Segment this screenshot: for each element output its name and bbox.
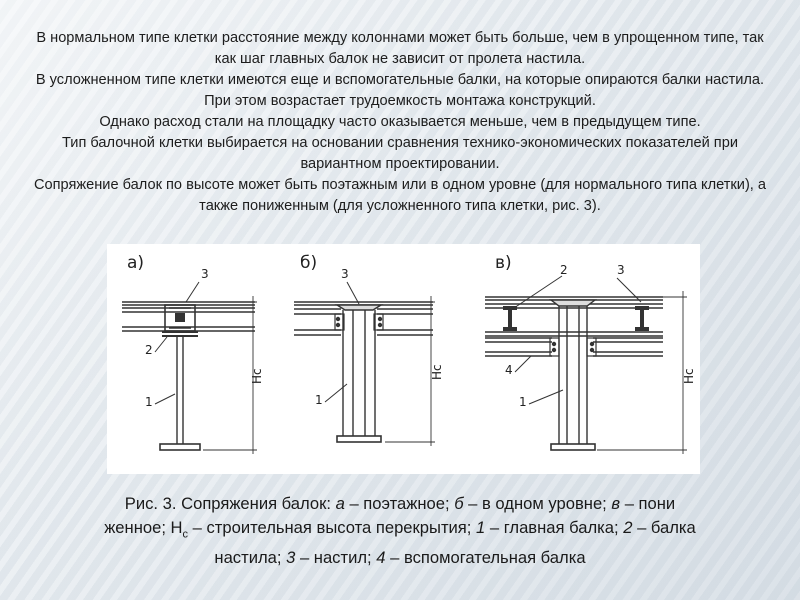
panel-c-label-main-beam: 1	[519, 395, 527, 409]
panel-b-title: б)	[300, 253, 317, 273]
panel-a-label-deck: 3	[201, 267, 209, 281]
panel-c-drawing	[485, 275, 687, 454]
caption-text: – вспомогательная балка	[385, 548, 586, 568]
caption-subscript: с	[182, 528, 189, 541]
caption-text: – пони	[620, 494, 676, 513]
paragraph-5: Сопряжение балок по высоте может быть по…	[33, 177, 767, 214]
panel-a-drawing	[122, 281, 257, 454]
figure-caption: Рис. 3. Сопряжения балок: а – поэтажное;…	[60, 492, 740, 570]
paragraph-3: Однако расход стали на площадку часто ок…	[99, 114, 701, 130]
panel-b-label-main-beam: 1	[315, 393, 323, 407]
panel-c-height-label: Нс	[682, 368, 696, 384]
paragraph-1: В нормальном типе клетки расстояние межд…	[36, 30, 764, 67]
beam-connections-figure: а) 3 2 1 Нс б) 3 1 Нс в) 2 3 4 1 Нс	[107, 244, 700, 474]
panel-c-label-deck: 3	[617, 263, 625, 277]
panel-b-drawing	[294, 281, 435, 446]
caption-text: настила;	[214, 548, 287, 568]
beam-drawing: а) 3 2 1 Нс б) 3 1 Нс в) 2 3 4 1 Нс	[122, 253, 696, 454]
caption-text: – настил;	[295, 548, 377, 568]
paragraph-4: Тип балочной клетки выбирается на основа…	[62, 135, 738, 172]
panel-a-label-joist: 2	[145, 343, 153, 357]
caption-key-4: 4	[376, 548, 386, 568]
caption-line-3: настила; 3 – настил; 4 – вспомогательная…	[60, 546, 740, 570]
caption-key-2: 2	[623, 518, 633, 537]
panel-c-label-aux-beam: 4	[505, 363, 513, 377]
panel-a-height-label: Нс	[250, 368, 264, 384]
panel-b-label-deck: 3	[341, 267, 349, 281]
caption-text: – главная балка;	[485, 518, 624, 537]
panel-b-height-label: Нс	[430, 364, 444, 380]
panel-a-title: а)	[127, 253, 144, 273]
caption-line-1: Рис. 3. Сопряжения балок: а – поэтажное;…	[60, 492, 740, 516]
caption-text: женное; Н	[104, 518, 183, 537]
panel-c-title: в)	[495, 253, 512, 273]
paragraph-2: В усложненном типе клетки имеются еще и …	[35, 72, 765, 109]
caption-key-b: б	[454, 494, 464, 513]
caption-text: – балка	[632, 518, 696, 537]
caption-text: – поэтажное;	[344, 494, 455, 513]
caption-line-2: женное; Нс – строительная высота перекры…	[60, 516, 740, 546]
caption-key-3: 3	[286, 548, 296, 568]
caption-key-c: в	[611, 494, 621, 513]
caption-text: Рис. 3. Сопряжения балок:	[124, 494, 336, 513]
body-text: В нормальном типе клетки расстояние межд…	[28, 28, 772, 217]
caption-text: – строительная высота перекрытия;	[188, 518, 477, 537]
caption-key-a: а	[335, 494, 345, 513]
caption-key-1: 1	[476, 518, 486, 537]
panel-c-label-joist: 2	[560, 263, 568, 277]
caption-text: – в одном уровне;	[463, 494, 612, 513]
panel-a-label-main-beam: 1	[145, 395, 153, 409]
